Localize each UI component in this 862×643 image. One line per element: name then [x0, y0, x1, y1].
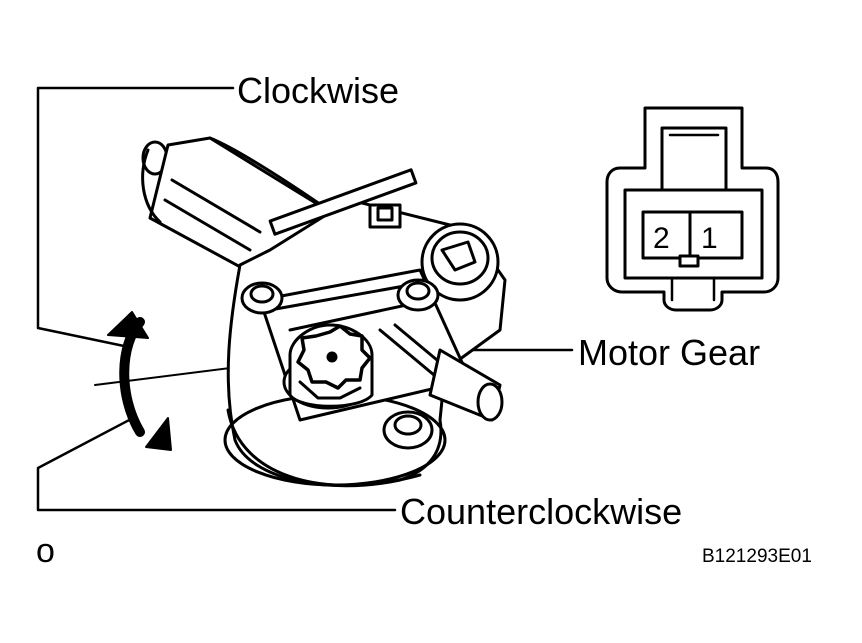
- mount-boss-bottom: [382, 410, 434, 450]
- counterclockwise-label: Counterclockwise: [400, 491, 683, 532]
- rotation-arrow-icon: [107, 311, 172, 451]
- motor-gear-icon: [282, 323, 374, 410]
- counterclockwise-leader: [36, 416, 397, 512]
- mount-boss-left: [240, 281, 284, 315]
- clockwise-leader: [36, 86, 235, 348]
- motor-gear-label: Motor Gear: [578, 332, 761, 373]
- clockwise-label: Clockwise: [237, 70, 400, 111]
- output-port: [420, 222, 500, 302]
- connector-outline: [605, 106, 780, 312]
- connector-pin-1: 1: [701, 222, 718, 255]
- result-symbol: o: [36, 532, 55, 570]
- figure-code: B121293E01: [702, 546, 812, 567]
- connector-pin-2: 2: [653, 222, 670, 255]
- plunger: [428, 348, 504, 422]
- mount-boss-top: [396, 278, 440, 312]
